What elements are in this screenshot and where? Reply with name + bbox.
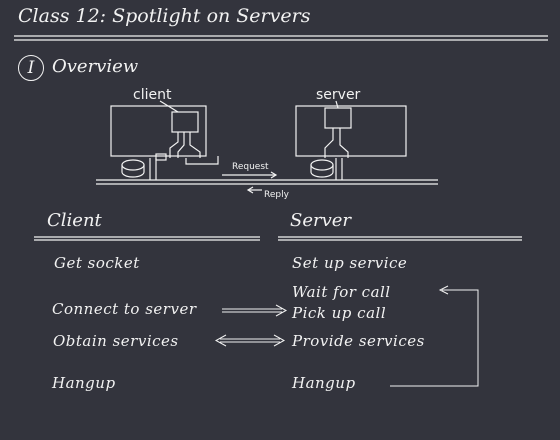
server-loop-arrow-head: [438, 285, 449, 295]
server-wire-2: [339, 128, 349, 158]
client-wire-3: [189, 132, 201, 158]
server-step-pick-up-call: Pick up call: [292, 304, 387, 322]
service-arrow-head-right: [273, 334, 286, 347]
service-arrow-head-left: [214, 334, 227, 347]
slide-title: Class 12: Spotlight on Servers: [18, 5, 311, 27]
client-plug: [155, 153, 167, 161]
client-label-pointer: [159, 100, 179, 113]
client-label: client: [133, 87, 172, 103]
server-process-box: [324, 107, 352, 129]
server-machine: [295, 105, 407, 157]
server-disk-body: [310, 165, 334, 178]
server-column-heading: Server: [290, 210, 352, 231]
client-wire-1: [169, 132, 179, 158]
server-label-pointer: [335, 100, 339, 109]
server-step-hangup: Hangup: [292, 374, 356, 392]
server-label: server: [316, 87, 361, 103]
client-disk-body: [121, 165, 145, 178]
reply-arrow-head: [246, 186, 254, 194]
reply-label: Reply: [264, 190, 289, 200]
client-step-hangup: Hangup: [52, 374, 116, 392]
flow-arrows: [214, 285, 479, 387]
request-label: Request: [232, 162, 269, 172]
server-step-set-up-service: Set up service: [292, 254, 408, 272]
client-process-box: [171, 111, 199, 133]
client-machine: [110, 105, 207, 157]
client-column-heading: Client: [47, 210, 102, 231]
client-step-obtain-services: Obtain services: [53, 332, 179, 350]
client-step-connect: Connect to server: [52, 300, 197, 318]
client-wire-2: [177, 132, 185, 158]
section-number: I: [27, 58, 35, 78]
server-wire-1: [324, 128, 334, 158]
server-step-provide-services: Provide services: [292, 332, 425, 350]
connect-arrow-head: [275, 304, 288, 317]
server-step-wait-for-call: Wait for call: [292, 283, 391, 301]
server-disk-top: [310, 159, 334, 171]
client-disk-top: [121, 159, 145, 171]
client-cable: [185, 156, 219, 165]
request-arrow-head: [270, 171, 278, 179]
section-number-circle: I: [18, 55, 44, 81]
section-title: Overview: [52, 56, 139, 77]
network-diagram: [96, 100, 438, 194]
client-step-get-socket: Get socket: [54, 254, 140, 272]
server-loop-line: [390, 289, 479, 387]
